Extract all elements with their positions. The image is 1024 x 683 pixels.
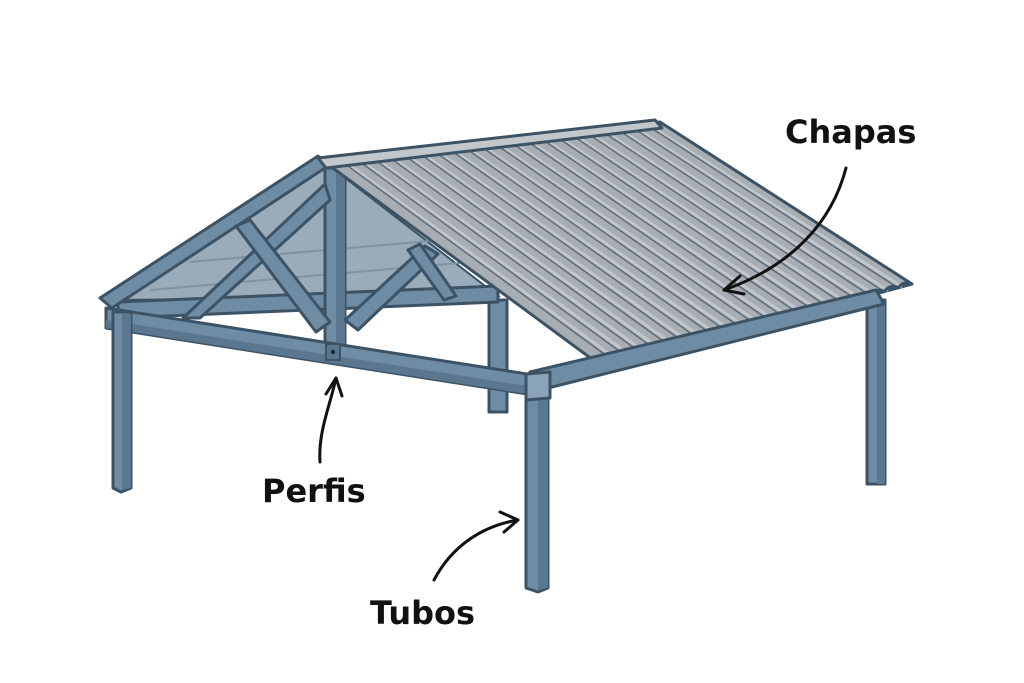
roof-corrugation-line xyxy=(336,157,619,365)
roof-ridge-highlight xyxy=(371,154,651,357)
arrow-chapas-head xyxy=(722,274,746,296)
roof-ridge-highlight xyxy=(586,130,847,304)
post-back-right xyxy=(865,298,887,486)
roof-corrugation-line xyxy=(598,128,857,300)
roof-ridge-highlight xyxy=(355,156,637,361)
roof-ridge-highlight xyxy=(632,125,889,292)
label-chapas: Chapas xyxy=(722,113,916,296)
post-front-left xyxy=(111,310,133,494)
roof-ridge-highlight xyxy=(494,140,763,327)
roof-ridge-highlight xyxy=(386,152,665,353)
roof-ridge-highlight xyxy=(540,135,805,315)
roof-corrugation-line xyxy=(444,145,717,339)
label-perfis: Perfis xyxy=(262,376,366,510)
label-perfis-text: Perfis xyxy=(262,472,366,510)
post-front-corner xyxy=(524,370,552,594)
arrow-perfis-head xyxy=(324,376,344,398)
roof-ridge-highlight xyxy=(340,158,623,365)
arrow-tubos-head xyxy=(498,510,520,534)
roof-corrugation-line xyxy=(367,154,647,358)
roof-corrugation-line xyxy=(521,136,787,320)
roof-ridge-highlight xyxy=(617,126,875,296)
roof-corrugation-line xyxy=(536,135,801,316)
roof-corrugation-line xyxy=(628,124,885,293)
roof-ridge-highlight xyxy=(401,151,679,350)
arrow-tubos xyxy=(432,518,520,582)
roof-ridge-highlight xyxy=(647,123,903,289)
arrow-chapas xyxy=(722,166,848,292)
roof-ridge-highlight xyxy=(601,128,861,300)
label-tubos-text: Tubos xyxy=(370,594,475,632)
roof-ridge-highlight xyxy=(478,142,749,331)
roof-ridge-highlight xyxy=(555,133,819,311)
roof-corrugation-line xyxy=(459,143,731,335)
label-tubos: Tubos xyxy=(370,510,520,632)
roof-ridge-highlight xyxy=(448,145,721,338)
roof-sheets xyxy=(316,118,914,370)
roof-ridge-highlight xyxy=(524,137,791,319)
roof-corrugation-line xyxy=(552,133,815,312)
label-chapas-text: Chapas xyxy=(785,113,916,151)
roof-ridge-highlight xyxy=(570,132,833,308)
roof-corrugation-line xyxy=(490,140,759,327)
roof-corrugation-line xyxy=(567,131,829,308)
roof-ridge-highlight xyxy=(463,144,735,334)
roof-corrugation-line xyxy=(429,147,703,342)
post-back-center xyxy=(487,298,509,414)
roof-corrugation-line xyxy=(613,126,871,297)
roof-corrugation-line xyxy=(352,155,633,362)
roof-corrugation-line xyxy=(475,142,745,331)
roof-corrugation-line xyxy=(382,152,661,354)
roof-corrugation-line xyxy=(413,148,689,346)
roof-ridge-highlight xyxy=(432,147,707,342)
roof-corrugation-line xyxy=(398,150,675,350)
roof-corrugation-line xyxy=(582,129,843,304)
roof-corrugation-line xyxy=(644,123,899,289)
arrow-perfis xyxy=(318,376,338,464)
roof-ridge-highlight xyxy=(417,149,693,346)
